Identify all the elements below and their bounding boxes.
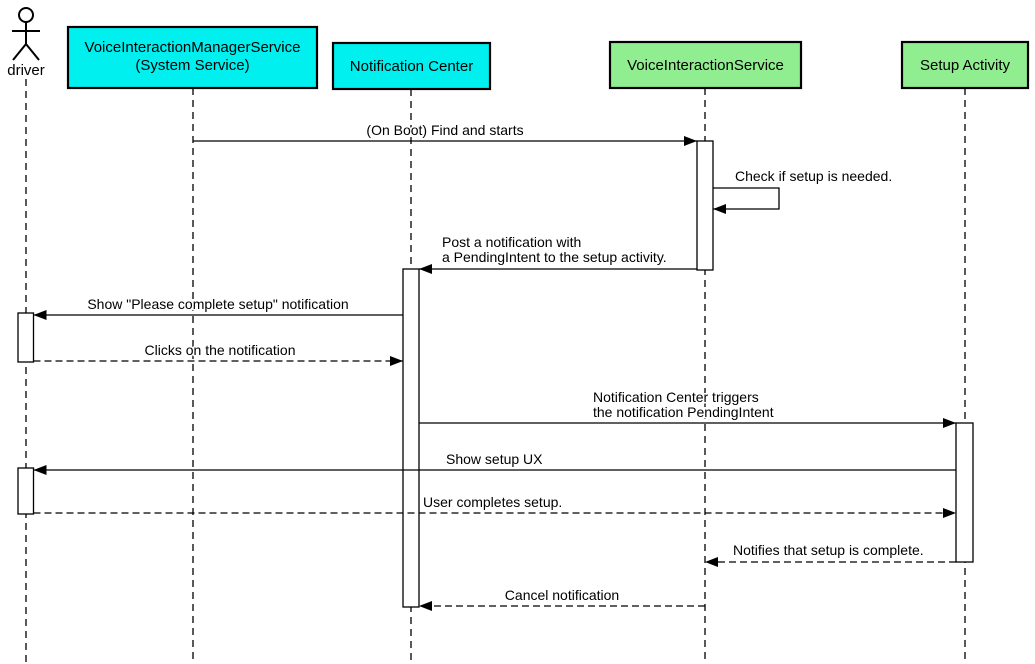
participant-boxes: VoiceInteractionManagerService (System S… <box>66 25 1030 91</box>
message-label-on-boot-find-and-starts: (On Boot) Find and starts <box>366 122 523 138</box>
actor-driver-label: driver <box>7 62 45 79</box>
message-label-post-notification-line2: a PendingIntent to the setup activity. <box>442 249 667 265</box>
activation-driver-1 <box>17 312 35 363</box>
message-label-triggers-pendingintent-line2: the notification PendingIntent <box>593 404 774 420</box>
actor-legs <box>12 43 40 61</box>
message-label-show-complete-setup-notification: Show "Please complete setup" notificatio… <box>87 296 348 312</box>
message-label-check-if-setup-needed: Check if setup is needed. <box>735 168 892 184</box>
participant-box-voice-interaction-service <box>608 40 803 90</box>
participant-label-vims-line2: (System Service) <box>135 57 249 74</box>
activation-driver-2 <box>17 467 35 515</box>
participant-box-notification-center <box>331 41 492 91</box>
message-label-show-setup-ux: Show setup UX <box>446 451 543 467</box>
participant-box-setup-activity <box>900 40 1030 90</box>
message-label-cancel-notification: Cancel notification <box>505 587 619 603</box>
activation-setup-activity <box>955 422 974 563</box>
actor-head <box>18 7 34 23</box>
message-label-post-notification-line1: Post a notification with <box>442 234 581 250</box>
participant-label-setup-activity: Setup Activity <box>920 57 1011 74</box>
participant-label-voice-interaction-service: VoiceInteractionService <box>627 57 784 74</box>
lifelines <box>25 79 966 664</box>
message-label-triggers-pendingintent-line1: Notification Center triggers <box>593 389 759 405</box>
participant-label-vims-line1: VoiceInteractionManagerService <box>85 39 301 56</box>
activation-bars <box>17 140 974 608</box>
message-label-clicks-on-notification: Clicks on the notification <box>145 342 296 358</box>
actor-driver: driver <box>7 7 45 79</box>
activation-notification-center <box>402 268 420 608</box>
message-arrows <box>33 136 956 611</box>
participant-label-notification-center: Notification Center <box>350 58 473 75</box>
message-arrow-check-if-setup-needed-self <box>713 187 780 214</box>
message-label-user-completes-setup: User completes setup. <box>423 494 562 510</box>
activation-voice-interaction-service <box>696 140 714 271</box>
participant-box-voice-interaction-manager-service <box>66 25 319 90</box>
message-labels: (On Boot) Find and starts Check if setup… <box>86 121 925 605</box>
message-label-notifies-setup-complete: Notifies that setup is complete. <box>733 542 924 558</box>
